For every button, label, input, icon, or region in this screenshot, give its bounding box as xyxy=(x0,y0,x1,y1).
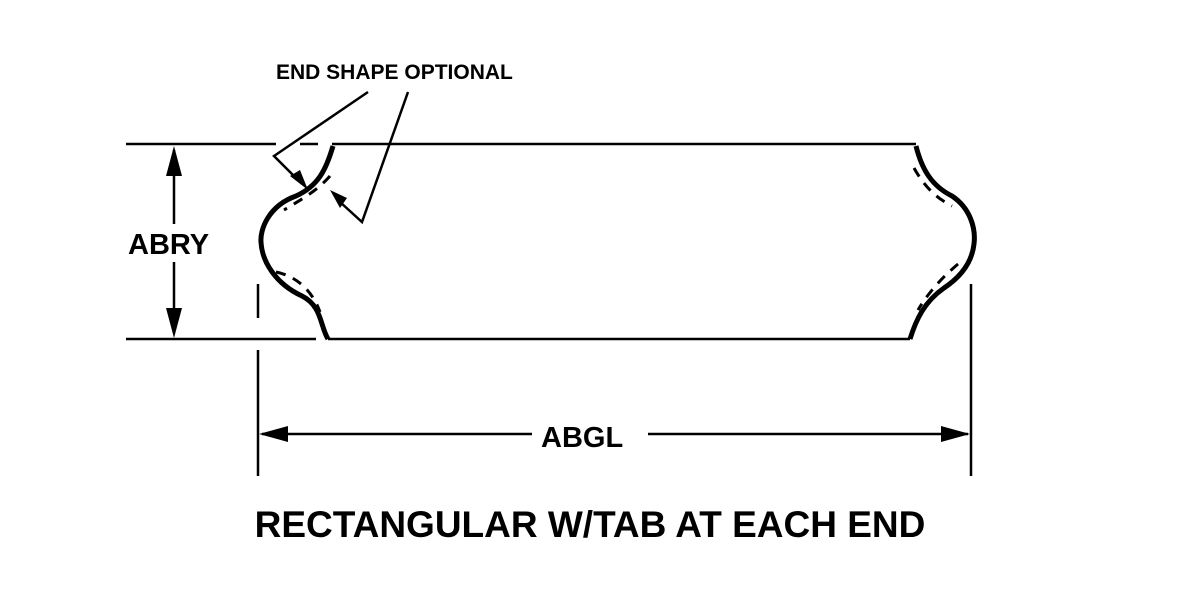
part-outline xyxy=(258,142,977,341)
arrow-right-icon xyxy=(941,426,970,442)
arrow-up-icon xyxy=(166,146,182,176)
diagram-caption: RECTANGULAR W/TAB AT EACH END xyxy=(255,504,926,545)
callout-label: END SHAPE OPTIONAL xyxy=(276,61,513,84)
height-dimension-line xyxy=(166,146,182,338)
arrow-left-icon xyxy=(259,426,288,442)
length-dimension-line xyxy=(259,426,970,442)
arrow-down-icon xyxy=(166,308,182,338)
callout-leaders xyxy=(272,90,410,225)
callout-arrowheads xyxy=(290,170,347,208)
height-dimension-label: ABRY xyxy=(128,229,209,261)
height-extension-lines xyxy=(126,142,318,341)
length-extension-lines xyxy=(256,284,973,476)
length-dimension-label: ABGL xyxy=(541,422,623,454)
